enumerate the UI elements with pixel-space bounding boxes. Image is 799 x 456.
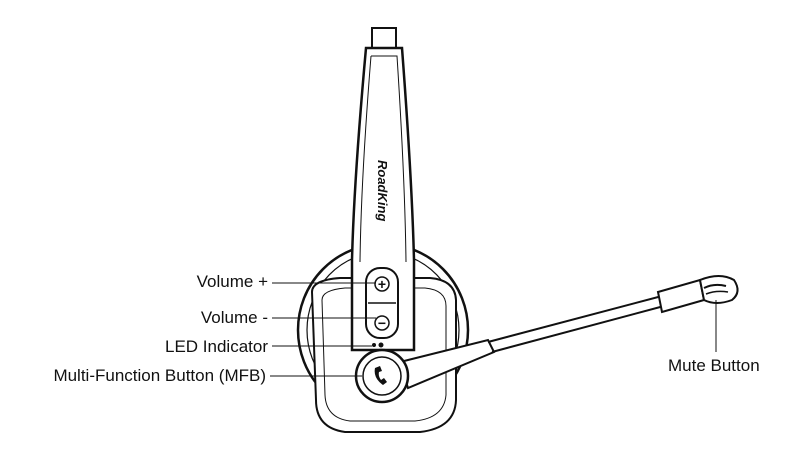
volume-up-button[interactable]: + — [374, 276, 390, 292]
headband-stub — [371, 27, 397, 48]
multi-function-button[interactable] — [354, 348, 410, 404]
boom-microphone — [398, 275, 739, 390]
label-mute-button: Mute Button — [668, 356, 760, 375]
label-volume-up: Volume + — [196, 272, 268, 291]
label-volume-down: Volume - — [200, 308, 268, 327]
mute-button[interactable] — [703, 283, 729, 295]
leader-lines — [270, 282, 717, 377]
volume-down-button[interactable]: − — [374, 315, 390, 331]
plus-icon: + — [378, 276, 386, 292]
minus-icon: − — [378, 315, 386, 331]
label-led-indicator: LED Indicator — [165, 337, 268, 356]
volume-rocker — [365, 267, 399, 339]
led-indicator — [372, 342, 384, 348]
label-mfb: Multi-Function Button (MFB) — [53, 366, 266, 385]
brand-logo: RoadKing — [375, 160, 390, 221]
phone-icon — [374, 366, 387, 385]
